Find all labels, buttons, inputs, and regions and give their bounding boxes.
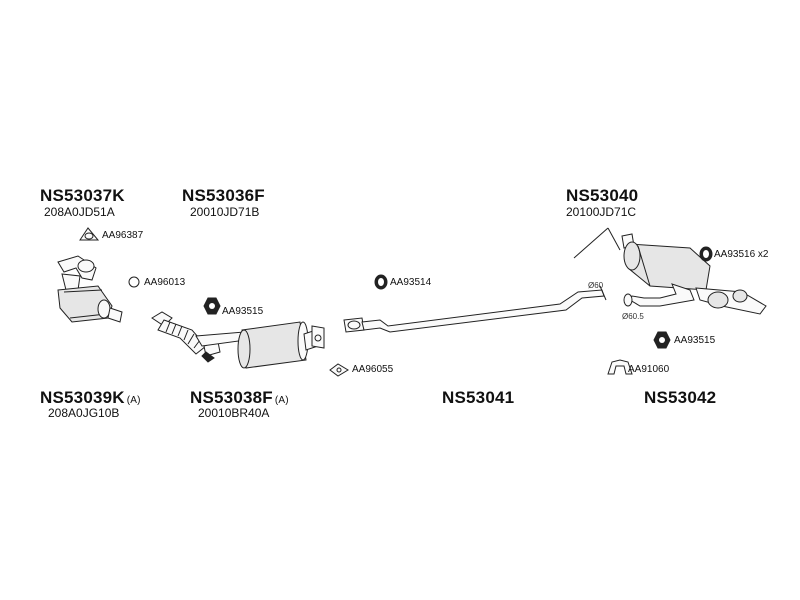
- part-number-ns53039k: NS53039K(A): [40, 388, 141, 408]
- gasket-icon-aa96055: [329, 363, 349, 377]
- part-number-ns53040: NS53040: [566, 186, 639, 205]
- part-ref-ns53038f: 20010BR40A: [198, 406, 270, 420]
- accessory-label-aa96055: AA96055: [352, 364, 394, 375]
- flexpipe-catalyst-drawing: [151, 311, 325, 369]
- part-number-ns53042: NS53042: [644, 388, 717, 407]
- part-ref-ns53040: 20100JD71C: [566, 205, 637, 219]
- rubber-mount-icon-aa93516: [699, 246, 713, 262]
- rear-silencer-drawing: [573, 227, 767, 315]
- clamp-icon-aa91060: [607, 359, 633, 375]
- rubber-mount-icon-aa93515-left: [203, 297, 221, 315]
- part-number-ns53041: NS53041: [442, 388, 515, 407]
- part-number-ns53038f: NS53038F(A): [190, 388, 289, 408]
- accessory-label-aa93515-right: AA93515: [674, 335, 716, 346]
- part-ref-ns53037k: 208A0JD51A: [44, 205, 115, 219]
- manifold-catalyst-drawing: [57, 255, 123, 323]
- rubber-mount-icon-aa93514: [374, 274, 388, 290]
- accessory-label-aa96013: AA96013: [144, 277, 186, 288]
- accessory-label-aa93514: AA93514: [390, 277, 432, 288]
- intermediate-pipe-drawing: [343, 285, 607, 333]
- part-ref-ns53036f: 20010JD71B: [190, 205, 260, 219]
- dimension-label-dia-60: Ø60: [588, 281, 604, 290]
- rubber-mount-icon-aa93515-right: [653, 331, 671, 349]
- accessory-label-aa93515-left: AA93515: [222, 306, 264, 317]
- dimension-label-dia-60-5: Ø60.5: [622, 312, 644, 321]
- part-suffix-ns53038f: (A): [274, 395, 289, 406]
- accessory-label-aa91060: AA91060: [628, 364, 670, 375]
- part-number-ns53039k-text: NS53039K: [40, 388, 125, 407]
- ring-icon-aa96013: [128, 276, 140, 288]
- clamp-icon-aa96387: [79, 227, 100, 241]
- part-ref-ns53039k: 208A0JG10B: [48, 406, 120, 420]
- part-number-ns53038f-text: NS53038F: [190, 388, 273, 407]
- part-suffix-ns53039k: (A): [126, 395, 141, 406]
- accessory-label-aa96387: AA96387: [102, 230, 144, 241]
- part-number-ns53036f: NS53036F: [182, 186, 265, 205]
- part-number-ns53037k: NS53037K: [40, 186, 125, 205]
- accessory-label-aa93516: AA93516 x2: [714, 249, 769, 260]
